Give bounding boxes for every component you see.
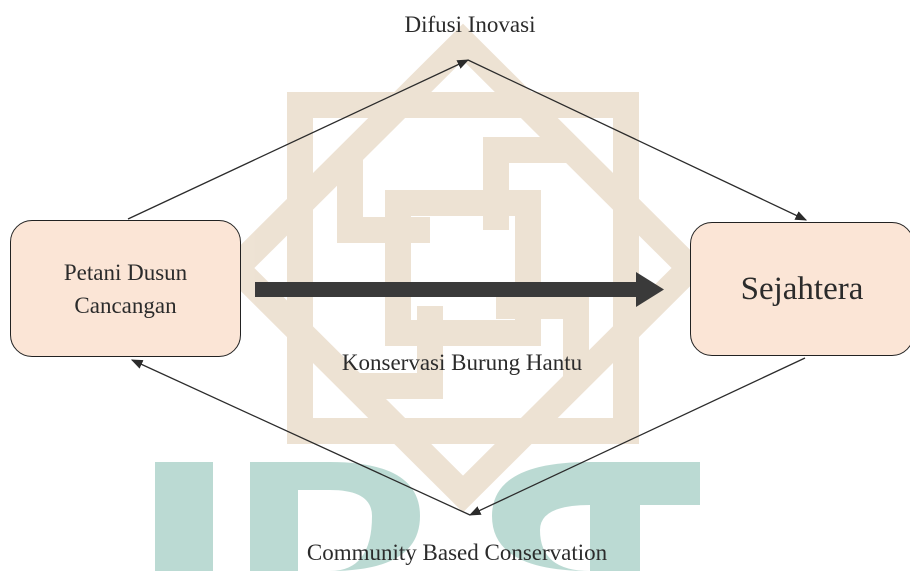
node-left-text: Petani Dusun Cancangan xyxy=(64,256,187,322)
node-left-line2: Cancangan xyxy=(74,292,177,318)
arrow-bottom-to-left xyxy=(130,359,471,516)
node-sejahtera: Sejahtera xyxy=(690,222,910,356)
watermark-logo xyxy=(155,23,709,571)
watermark-knot xyxy=(217,23,709,513)
main-arrow xyxy=(255,272,664,307)
watermark-letters xyxy=(155,462,700,571)
node-petani-dusun-cancangan: Petani Dusun Cancangan xyxy=(10,220,241,357)
arrow-top-to-right xyxy=(467,59,808,221)
label-difusi-inovasi: Difusi Inovasi xyxy=(404,12,536,37)
node-right-label: Sejahtera xyxy=(740,270,864,307)
arrow-right-to-bottom xyxy=(468,357,806,516)
label-konservasi-burung-hantu: Konservasi Burung Hantu xyxy=(341,350,583,375)
arrow-left-to-top xyxy=(127,59,470,220)
label-community-based-conservation: Community Based Conservation xyxy=(306,540,608,565)
node-left-line1: Petani Dusun xyxy=(63,259,188,285)
